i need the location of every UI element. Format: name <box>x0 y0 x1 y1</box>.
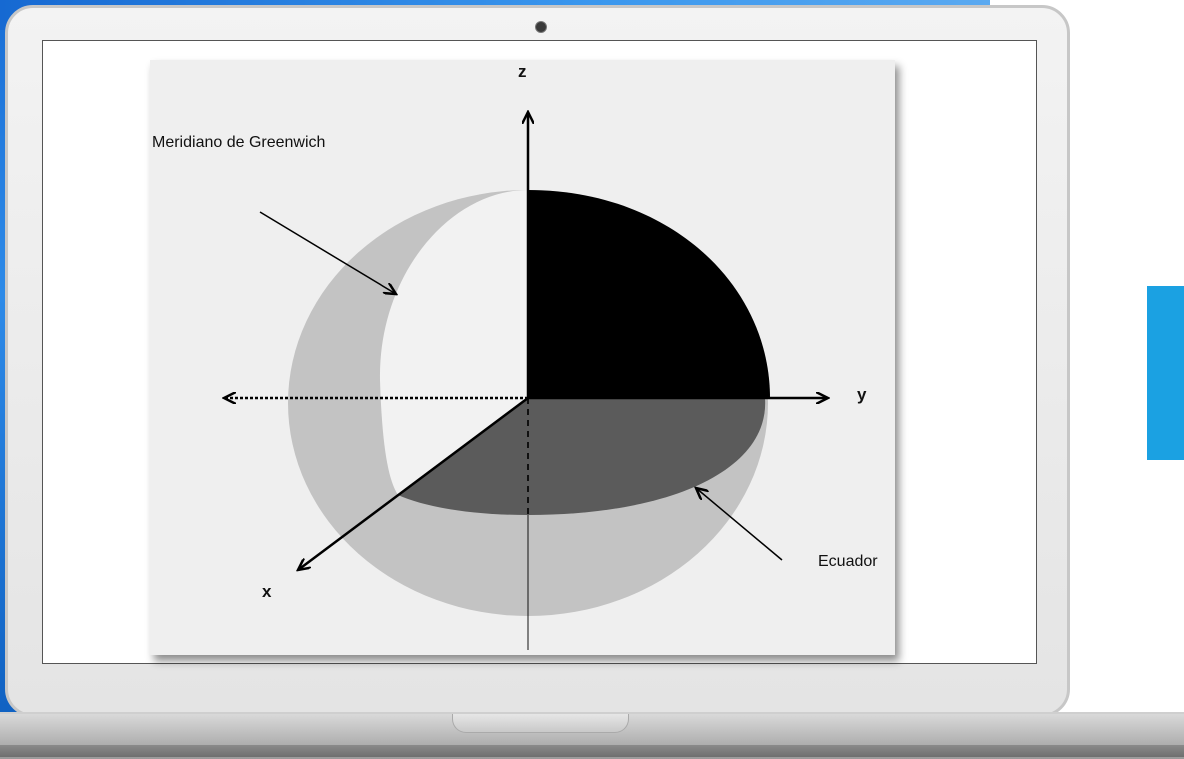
laptop-base-edge <box>0 745 1184 757</box>
laptop-opening-notch <box>452 714 629 733</box>
z-axis-label: z <box>518 62 527 81</box>
x-axis-label: x <box>262 582 272 601</box>
equator-label: Ecuador <box>818 553 878 570</box>
side-accent-tab[interactable] <box>1147 286 1184 460</box>
upper-quadrant <box>528 190 770 398</box>
x-axis <box>298 396 529 570</box>
y-axis-label: y <box>857 385 867 404</box>
equator-pointer-arrow <box>696 488 783 561</box>
webcam-icon <box>535 21 547 33</box>
sphere-coordinate-diagram: z y x Meridiano de Greenwich Ecuador <box>150 60 895 655</box>
greenwich-meridian-face <box>379 190 528 495</box>
greenwich-label: Meridiano de Greenwich <box>152 134 326 151</box>
diagram-canvas <box>150 60 895 650</box>
greenwich-pointer-arrow <box>259 211 396 294</box>
